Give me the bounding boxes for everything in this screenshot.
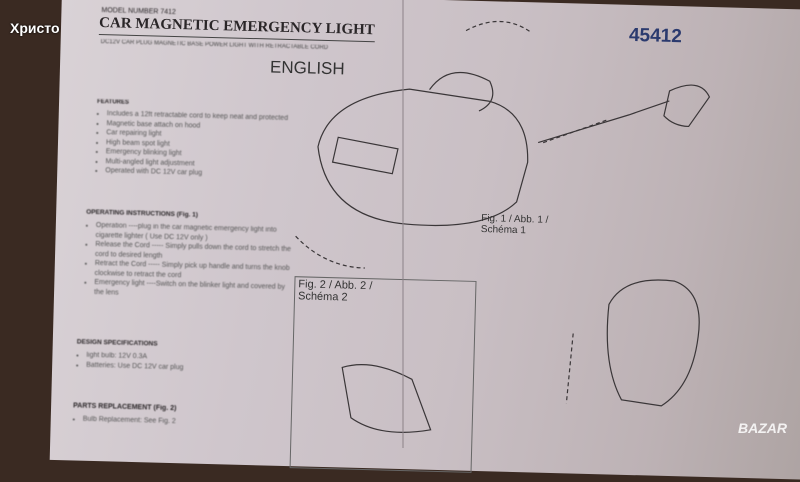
- fig1-handle: [429, 71, 494, 112]
- fig1-cord: [537, 100, 670, 144]
- parts-heading: PARTS REPLACEMENT (Fig. 2): [73, 402, 177, 413]
- parts-item: Bulb Replacement: See Fig. 2: [83, 415, 176, 427]
- vertical-arrow: [565, 333, 574, 404]
- extend-arrow: [542, 118, 610, 144]
- design-item: Batteries: Use DC 12V car plug: [86, 360, 183, 372]
- parts-list: Bulb Replacement: See Fig. 2: [71, 414, 176, 426]
- fig1-light-body: [317, 88, 529, 227]
- fig2-lens-part: [341, 364, 432, 433]
- rotate-arrow: [465, 20, 532, 33]
- operating-item: Emergency light ----Switch on the blinke…: [94, 278, 294, 302]
- tilt-arrow: [295, 235, 365, 269]
- watermark-bazar: BAZAR: [738, 420, 787, 436]
- design-list: light bulb: 12V 0.3A Batteries: Use DC 1…: [74, 350, 184, 372]
- product-line-drawings: [295, 20, 711, 433]
- features-heading: FEATURES: [97, 98, 130, 106]
- instruction-sheet: MODEL NUMBER 7412 CAR MAGNETIC EMERGENCY…: [49, 0, 800, 480]
- design-heading: DESIGN SPECIFICATIONS: [76, 338, 158, 348]
- watermark-author: Христо: [10, 20, 60, 36]
- fig-light-side-view: [606, 279, 700, 407]
- fig1-lens: [331, 136, 399, 175]
- operating-list: Operation ----plug in the car magnetic e…: [82, 221, 296, 303]
- features-list: Includes a 12ft retractable cord to keep…: [93, 109, 288, 181]
- operating-heading: OPERATING INSTRUCTIONS (Fig. 1): [86, 208, 199, 219]
- paper-fold: [402, 0, 404, 448]
- fig1-car-plug: [663, 84, 711, 128]
